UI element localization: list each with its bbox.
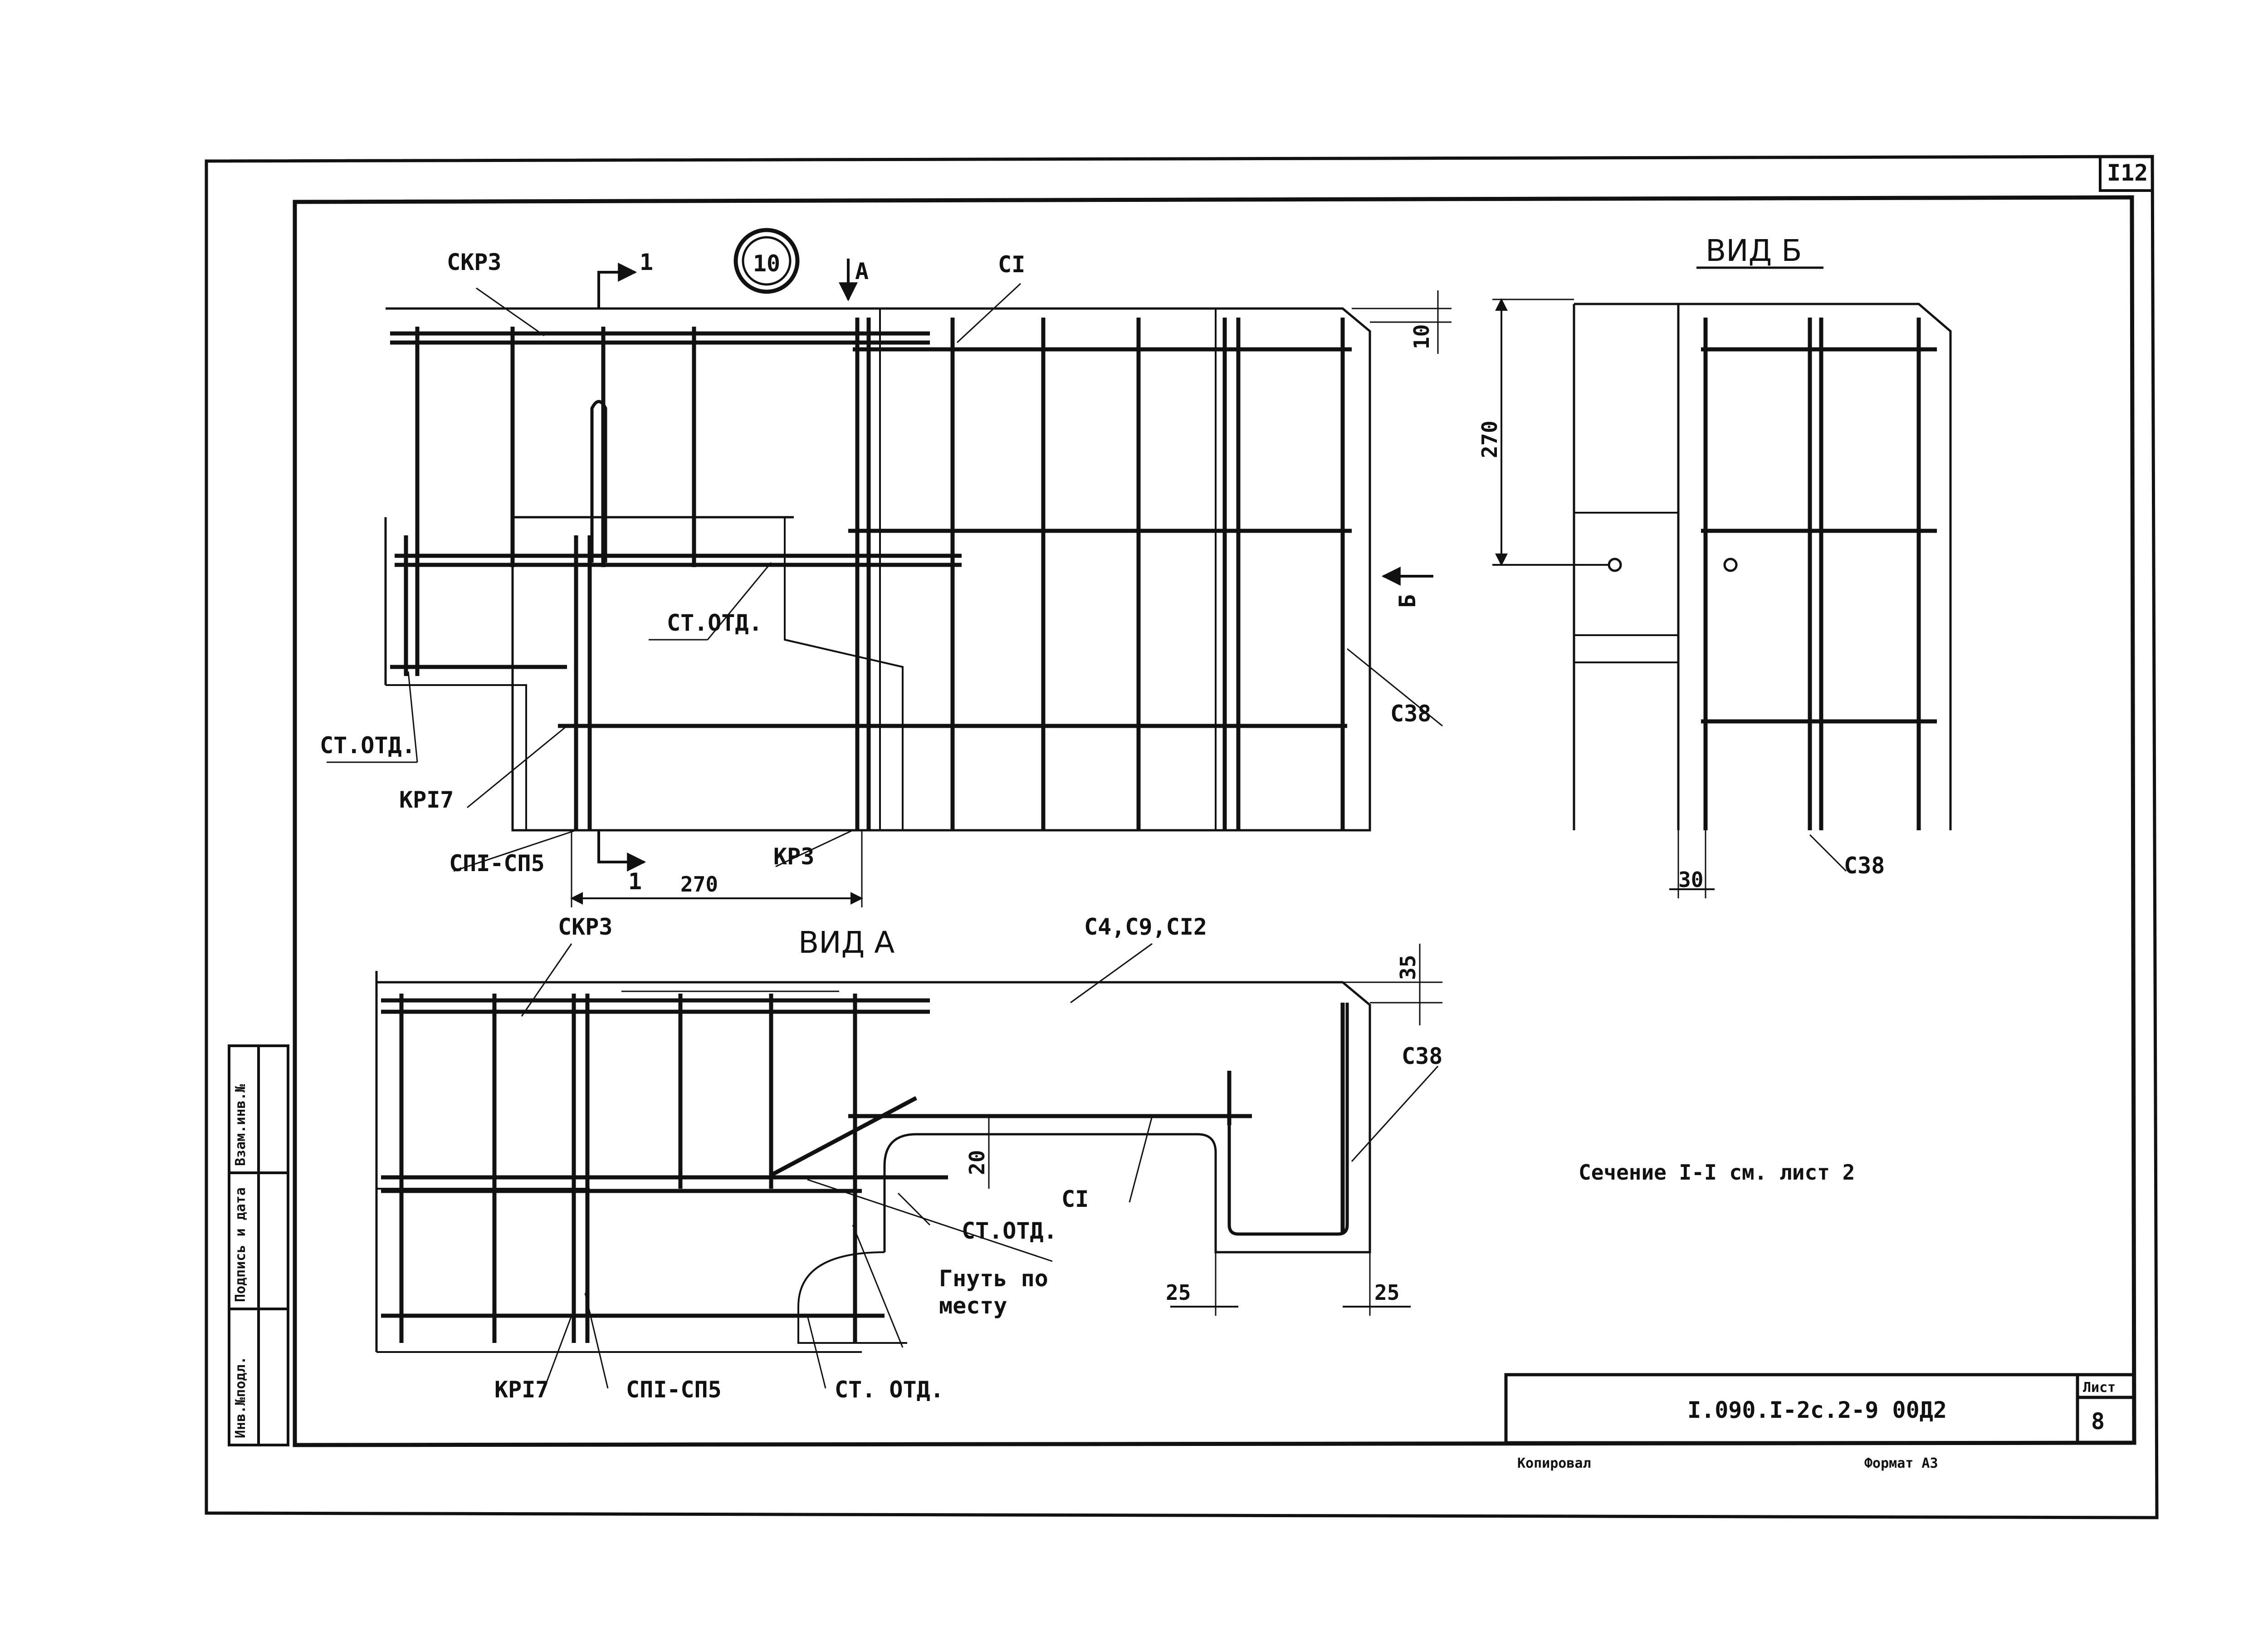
- plan-label-sp: СПI-СП5: [449, 850, 545, 877]
- plan-dim-width: 270: [680, 872, 718, 897]
- plan-dim-top: 10: [1409, 324, 1434, 349]
- plan-label-c1: СI: [998, 251, 1025, 278]
- sheet-frame: [205, 155, 2159, 1519]
- view-b-title: ВИД Б: [1706, 233, 1802, 268]
- section-mark-bottom: 1: [628, 868, 642, 895]
- view-a-label-c1: СI: [1061, 1186, 1089, 1212]
- view-b-dim-offset: 30: [1678, 867, 1703, 892]
- view-a-label-sp: СПI-СП5: [626, 1377, 722, 1403]
- footer-format: Формат А3: [1864, 1455, 1938, 1471]
- stamp-signature-date: Подпись и дата: [233, 1187, 249, 1302]
- view-a-title: ВИД А: [798, 925, 894, 960]
- section-mark-top: 1: [640, 249, 653, 275]
- stamp-replace-inventory: Взам.инв.№: [233, 1083, 249, 1166]
- drawing-code: I.090.I-2с.2-9 00Д2: [1687, 1397, 1947, 1423]
- view-a-label-kr17: КРI7: [494, 1377, 549, 1403]
- view-b-label-c38: С38: [1844, 852, 1885, 879]
- section-note: Сечение I-I см. лист 2: [1579, 1160, 1855, 1185]
- view-b: [1492, 298, 1952, 898]
- plan-label-kr17: КРI7: [399, 787, 454, 813]
- view-a-label-skr3: СКР3: [558, 914, 612, 940]
- plan-label-c38: С38: [1390, 701, 1431, 727]
- view-a-label-c38: С38: [1402, 1043, 1442, 1069]
- view-a-label-c4-c9-c12: С4,С9,СI2: [1084, 914, 1207, 940]
- footer-copied: Копировал: [1517, 1455, 1591, 1471]
- view-a-dim-step: 20: [965, 1150, 989, 1175]
- view-a-arrow-label: А: [855, 258, 869, 284]
- view-a-label-bend-line2: месту: [939, 1293, 1007, 1319]
- sheet-number: 8: [2091, 1408, 2105, 1435]
- view-a-label-st-otd-1: СТ.ОТД.: [962, 1218, 1057, 1244]
- detail-marker-circle: [733, 228, 800, 294]
- plan-label-skr3: СКР3: [447, 249, 501, 275]
- detail-marker-inner-circle: [742, 236, 792, 286]
- view-b-arrow-label: Б: [1394, 594, 1421, 608]
- plan-label-kr3: КР3: [773, 843, 814, 870]
- detail-marker-number: 10: [753, 250, 780, 277]
- view-b-dim-height: 270: [1477, 421, 1502, 458]
- sheet-label: Лист: [2083, 1380, 2116, 1396]
- view-a: [375, 943, 1442, 1389]
- plan-label-st-otd-1: СТ.ОТД.: [667, 610, 763, 636]
- plan-label-st-otd-2: СТ.ОТД.: [320, 732, 415, 759]
- title-block: [1504, 1373, 2136, 1445]
- view-a-dim-top: 35: [1396, 955, 1420, 980]
- sheet-corner-number: I12: [2107, 160, 2148, 186]
- view-a-label-bend-line1: Гнуть по: [939, 1265, 1048, 1292]
- view-a-label-st-otd-2: СТ. ОТД.: [835, 1377, 944, 1403]
- plan-view: [327, 259, 1452, 907]
- view-a-dim-right-cover: 25: [1374, 1280, 1399, 1305]
- stamp-inventory-original: Инв.№подл.: [233, 1356, 249, 1438]
- view-a-dim-left-cover: 25: [1166, 1280, 1191, 1305]
- side-stamp: [228, 1044, 289, 1446]
